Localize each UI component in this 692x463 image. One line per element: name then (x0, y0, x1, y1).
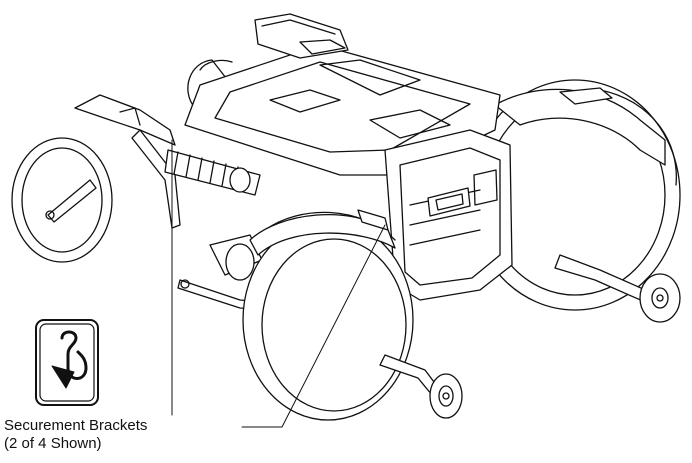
leader-line-right-bracket (241, 224, 386, 428)
right-fender (494, 87, 666, 166)
callout-line-1: Securement Brackets (4, 417, 148, 434)
rear-shroud (254, 13, 349, 59)
tie-down-hook-icon (35, 319, 99, 406)
front-fender (249, 209, 396, 256)
suspension-spring (164, 149, 261, 196)
front-electronics-housing (384, 129, 513, 301)
callout-line-2: (2 of 4 Shown) (4, 435, 102, 452)
callout-leader-lines (171, 139, 386, 428)
front-right-caster-wheel (379, 354, 463, 419)
securement-brackets-callout: Securement Brackets (2 of 4 Shown) (4, 417, 147, 453)
rear-right-caster (554, 254, 681, 323)
front-left-caster-wheel (11, 137, 113, 263)
